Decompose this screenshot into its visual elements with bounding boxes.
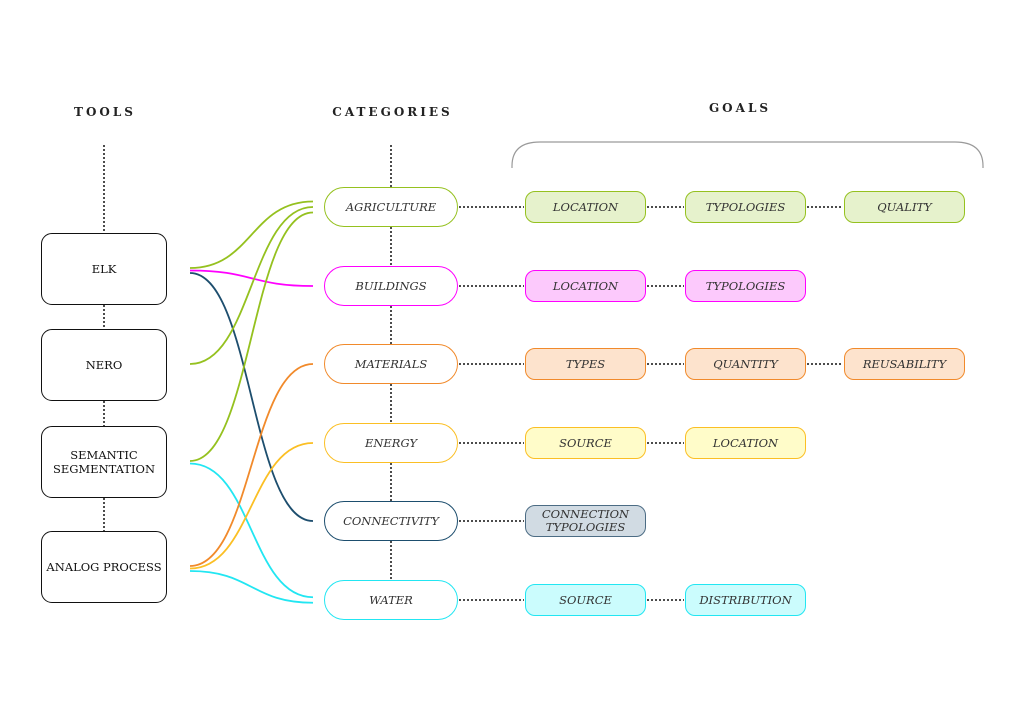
goal-label: SOURCE — [559, 592, 612, 607]
categories-header: CATEGORIES — [332, 105, 453, 119]
tool-nero[interactable]: NERO — [41, 329, 167, 401]
tool-label: ELK — [91, 262, 117, 276]
connector-semseg-to-agriculture — [189, 211, 314, 462]
goal-buildings-location[interactable]: LOCATION — [525, 270, 646, 302]
connector-elk-to-connectivity — [189, 272, 314, 522]
category-label: WATER — [369, 593, 413, 607]
tools-header: TOOLS — [74, 105, 136, 119]
category-energy[interactable]: ENERGY — [324, 423, 458, 463]
goal-label: TYPOLOGIES — [705, 199, 786, 214]
category-label: AGRICULTURE — [345, 200, 437, 214]
goal-label: LOCATION — [712, 435, 779, 450]
goal-energy-location[interactable]: LOCATION — [685, 427, 806, 459]
tool-semseg[interactable]: SEMANTIC SEGMENTATION — [41, 426, 167, 498]
goal-agriculture-typologies[interactable]: TYPOLOGIES — [685, 191, 806, 223]
category-connectivity[interactable]: CONNECTIVITY — [324, 501, 458, 541]
connector-elk-to-buildings — [189, 269, 314, 287]
category-materials[interactable]: MATERIALS — [324, 344, 458, 384]
connector-analog-to-energy — [189, 442, 314, 570]
connector-analog-to-water — [189, 570, 314, 604]
tool-label: NERO — [85, 358, 123, 372]
goal-label: LOCATION — [552, 278, 619, 293]
category-label: CONNECTIVITY — [343, 514, 439, 528]
goal-label: LOCATION — [552, 199, 619, 214]
goal-materials-types[interactable]: TYPES — [525, 348, 646, 380]
goal-materials-reusability[interactable]: REUSABILITY — [844, 348, 965, 380]
goal-water-distribution[interactable]: DISTRIBUTION — [685, 584, 806, 616]
goal-materials-quantity[interactable]: QUANTITY — [685, 348, 806, 380]
goal-label: TYPES — [565, 356, 606, 371]
connector-nero-to-agriculture — [189, 206, 314, 365]
category-buildings[interactable]: BUILDINGS — [324, 266, 458, 306]
goal-connectivity-connection-typologies[interactable]: CONNECTION TYPOLOGIES — [525, 505, 646, 537]
connector-semseg-to-water — [189, 462, 314, 599]
tool-analog[interactable]: ANALOG PROCESS — [41, 531, 167, 603]
category-label: MATERIALS — [354, 357, 428, 371]
tool-elk[interactable]: ELK — [41, 233, 167, 305]
category-agriculture[interactable]: AGRICULTURE — [324, 187, 458, 227]
goal-buildings-typologies[interactable]: TYPOLOGIES — [685, 270, 806, 302]
goals-bracket — [511, 141, 984, 168]
goal-agriculture-quality[interactable]: QUALITY — [844, 191, 965, 223]
goal-label: SOURCE — [559, 435, 612, 450]
goals-header: GOALS — [708, 101, 772, 115]
tool-label: ANALOG PROCESS — [46, 560, 162, 574]
goal-label: CONNECTION TYPOLOGIES — [541, 507, 630, 534]
category-water[interactable]: WATER — [324, 580, 458, 620]
tool-label: SEMANTIC SEGMENTATION — [52, 448, 156, 476]
connector-elk-to-agriculture — [189, 200, 314, 269]
goal-label: DISTRIBUTION — [699, 592, 792, 607]
connector-analog-to-materials — [189, 363, 314, 567]
category-label: BUILDINGS — [355, 279, 427, 293]
goal-agriculture-location[interactable]: LOCATION — [525, 191, 646, 223]
connector-layer — [103, 145, 843, 604]
goal-water-source[interactable]: SOURCE — [525, 584, 646, 616]
category-label: ENERGY — [364, 436, 418, 450]
goal-energy-source[interactable]: SOURCE — [525, 427, 646, 459]
goal-label: REUSABILITY — [862, 356, 947, 371]
goal-label: QUANTITY — [713, 356, 778, 371]
goal-label: QUALITY — [877, 199, 932, 214]
goal-label: TYPOLOGIES — [705, 278, 786, 293]
